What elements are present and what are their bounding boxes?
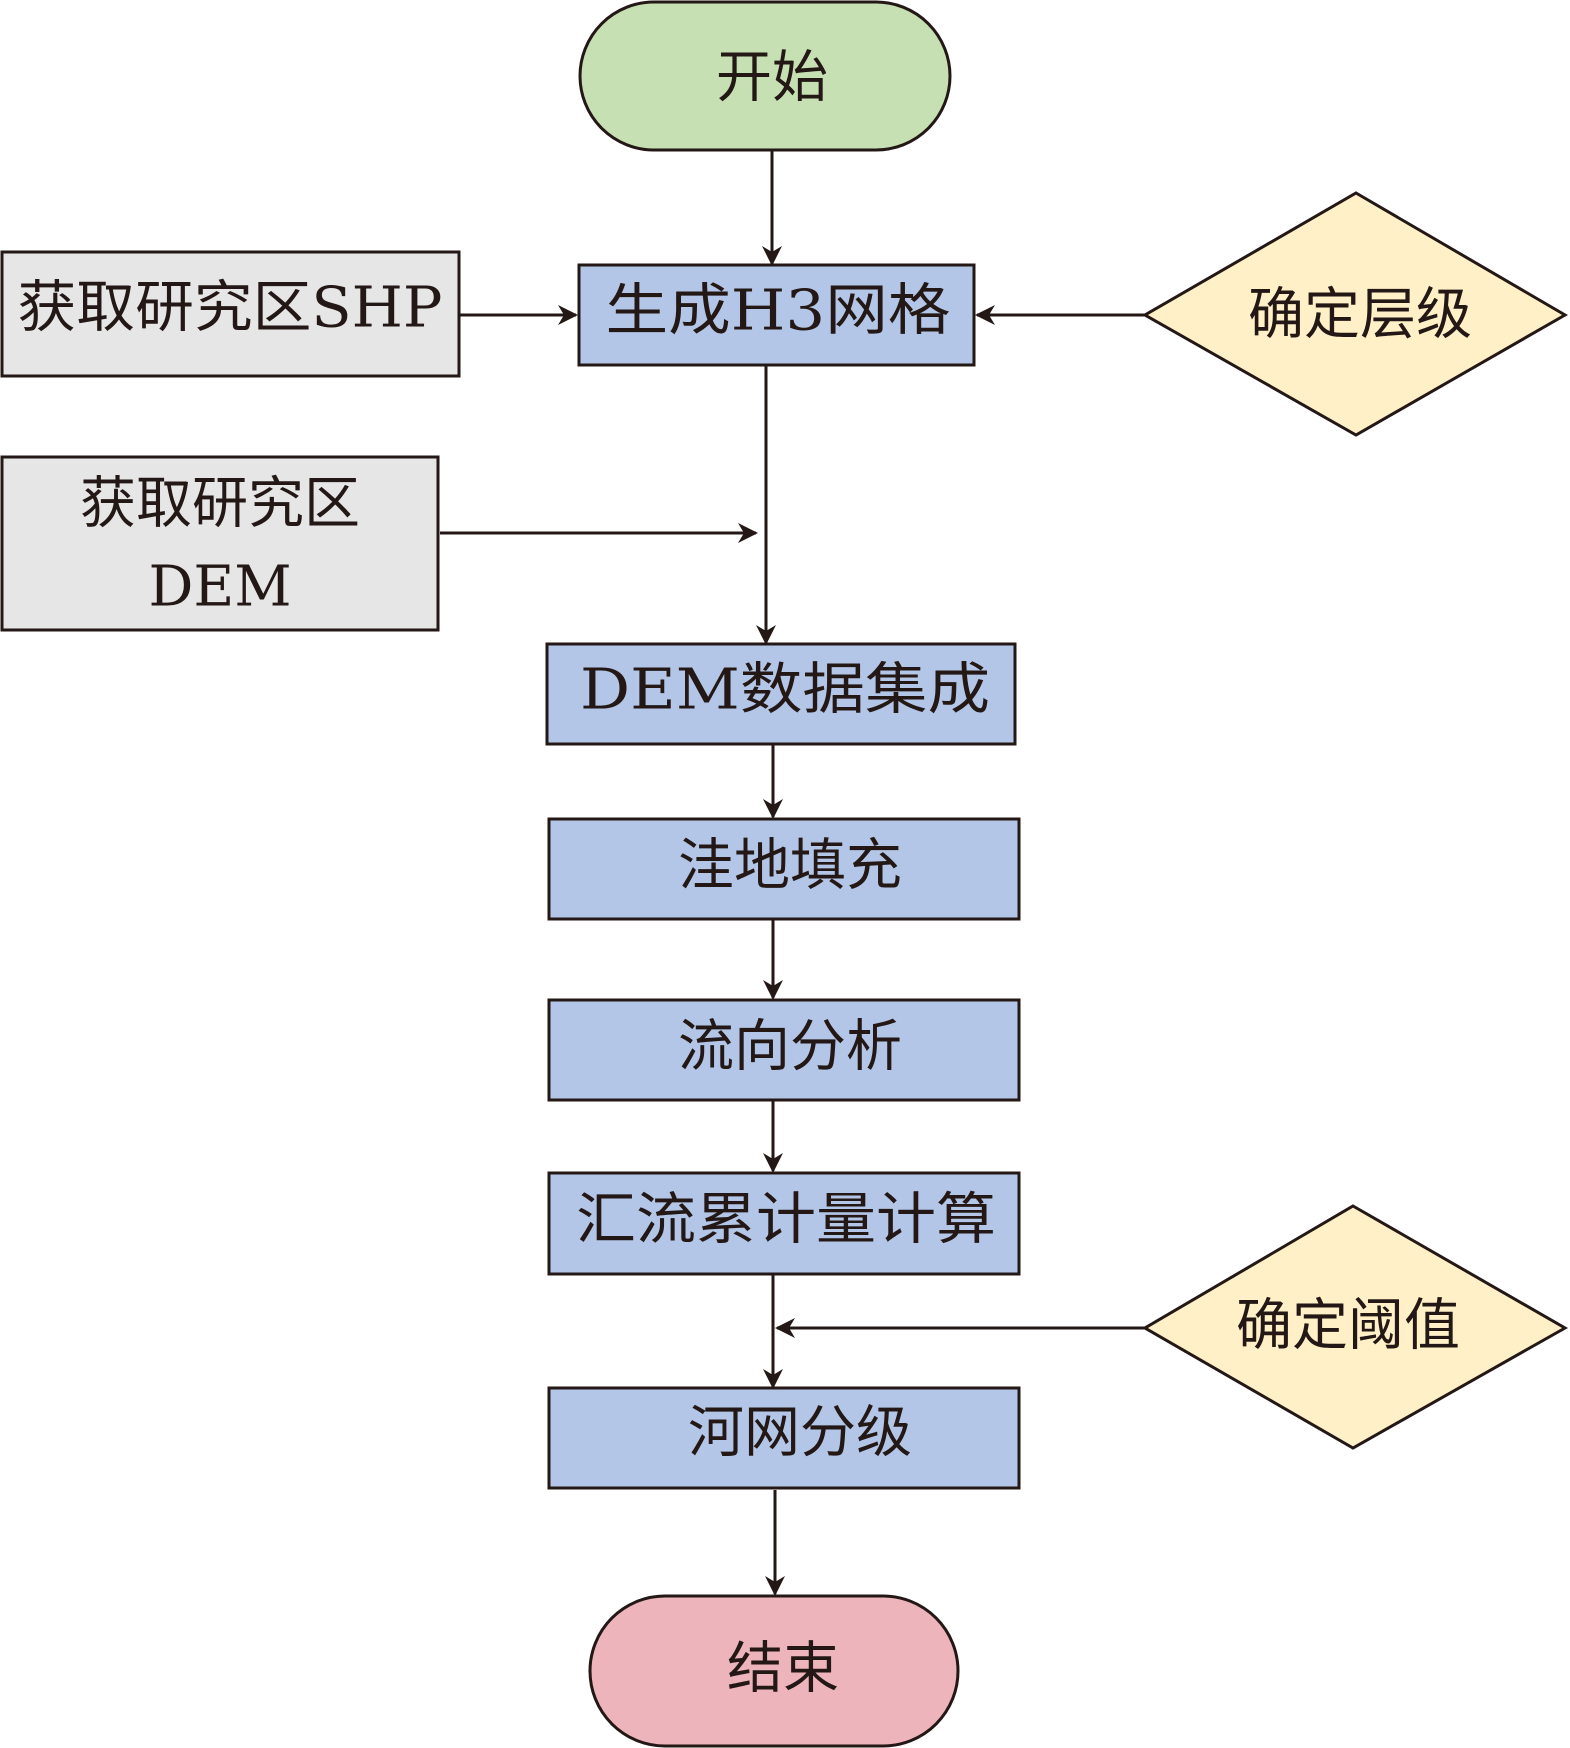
input-dem-node: 获取研究区 DEM (0, 455, 440, 632)
input-shp-shape (0, 250, 461, 378)
depression-fill-label: 洼地填充 (678, 834, 902, 899)
depression-fill-shape (547, 817, 1021, 921)
dem-integration-label: DEM数据集成 (580, 658, 990, 723)
decide-level-node: 确定层级 (1141, 191, 1568, 437)
start-node: 开始 (578, 0, 952, 152)
end-node: 结束 (588, 1594, 960, 1748)
input-shp-node: 获取研究区SHP (0, 250, 461, 378)
input-dem-label-line2: DEM (148, 555, 291, 620)
flow-direction-shape (547, 998, 1021, 1102)
edges (440, 150, 1145, 1596)
decide-level-label: 确定层级 (1248, 283, 1472, 348)
input-dem-shape (0, 455, 440, 632)
generate-h3-label: 生成H3网格 (606, 279, 951, 344)
decide-threshold-shape (1142, 1204, 1569, 1450)
depression-fill-node: 洼地填充 (547, 817, 1021, 921)
flow-accumulation-label: 汇流累计量计算 (576, 1188, 996, 1253)
start-label: 开始 (716, 46, 828, 111)
end-shape (588, 1594, 960, 1748)
input-dem-label-line1: 获取研究区 (80, 472, 360, 537)
decide-level-shape (1141, 191, 1568, 437)
flow-direction-label: 流向分析 (678, 1015, 902, 1080)
flow-accumulation-shape (547, 1171, 1021, 1276)
dem-integration-shape (545, 642, 1017, 746)
dem-integration-node: DEM数据集成 (545, 642, 1017, 746)
generate-h3-node: 生成H3网格 (577, 263, 976, 367)
decide-threshold-label: 确定阈值 (1236, 1294, 1460, 1359)
end-label: 结束 (727, 1637, 839, 1702)
generate-h3-shape (577, 263, 976, 367)
flow-direction-node: 流向分析 (547, 998, 1021, 1102)
stream-order-label: 河网分级 (688, 1401, 912, 1466)
stream-order-node: 河网分级 (547, 1386, 1021, 1490)
decide-threshold-node: 确定阈值 (1142, 1204, 1569, 1450)
input-shp-label: 获取研究区SHP (18, 276, 443, 341)
stream-order-shape (547, 1386, 1021, 1490)
start-shape (578, 0, 952, 152)
flow-accumulation-node: 汇流累计量计算 (547, 1171, 1021, 1276)
